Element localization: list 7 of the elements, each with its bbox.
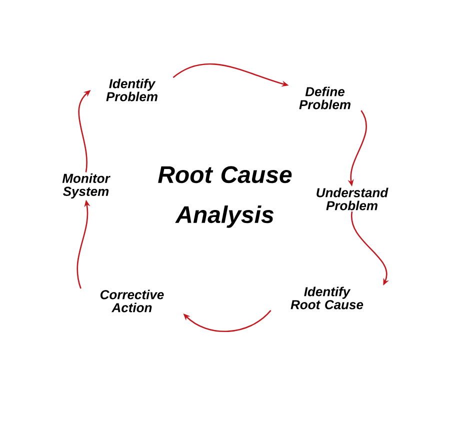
step-label: Corrective Action <box>100 290 164 312</box>
step-label: Understand Problem <box>316 188 388 210</box>
step-label: Identify Root Cause <box>290 286 364 310</box>
step-label: Define Problem <box>299 86 350 110</box>
step-label: Identify Problem <box>106 78 158 102</box>
step-label: Monitor System <box>62 173 110 199</box>
title: Root Cause Analysis <box>158 166 292 228</box>
